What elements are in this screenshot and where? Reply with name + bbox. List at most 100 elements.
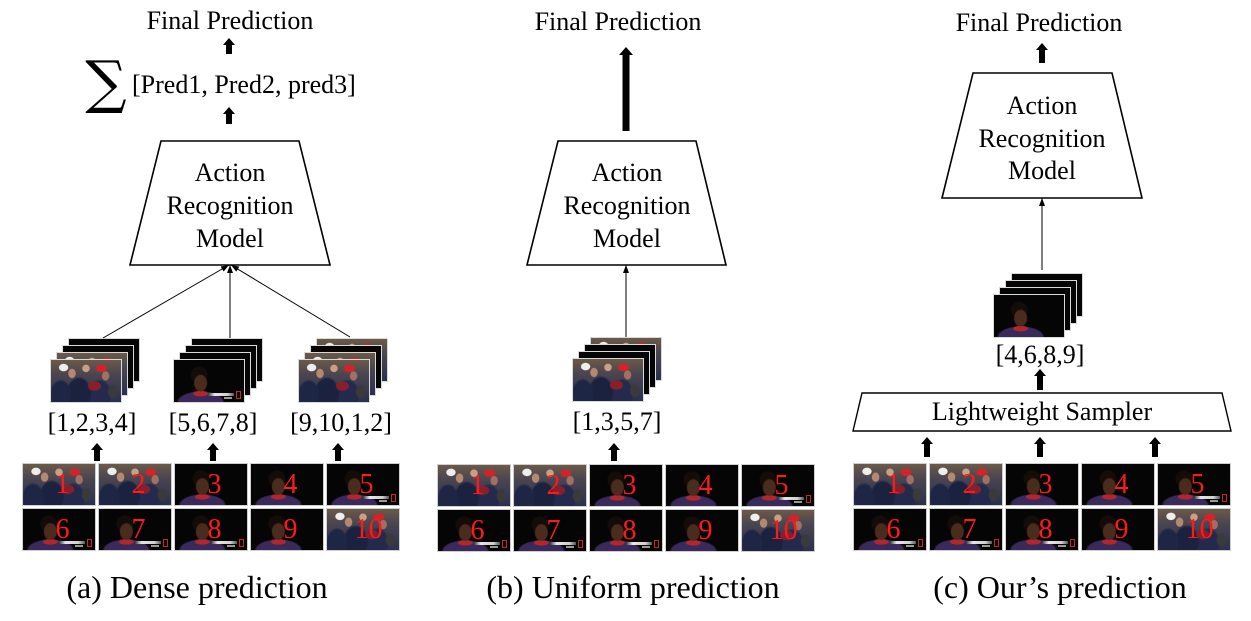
frame-number: 8 xyxy=(1038,513,1053,545)
up-arrow-frames-to-clip-a1-icon xyxy=(91,443,103,461)
video-frame: 1 xyxy=(437,464,511,507)
frame-number: 10 xyxy=(769,514,798,546)
caption-b: (b) Uniform prediction xyxy=(486,569,780,605)
frame-number: 4 xyxy=(1114,468,1129,500)
up-arrow-model-to-aggregation-a-icon xyxy=(223,107,235,124)
video-frame: 5 xyxy=(741,464,815,507)
video-frame: 3 xyxy=(1005,463,1079,506)
frame-number: 3 xyxy=(622,469,637,501)
frame-number: 5 xyxy=(774,469,789,501)
lower-third-subline xyxy=(75,545,83,547)
final-prediction-label-a: Final Prediction xyxy=(146,6,314,35)
clip-stack-frame xyxy=(298,359,370,403)
frame-number: 8 xyxy=(207,513,222,545)
team-logo-icon xyxy=(502,540,507,548)
model-label-line-1-a: Action xyxy=(194,158,266,187)
frame-number: 4 xyxy=(283,468,298,500)
team-logo-icon xyxy=(1222,494,1227,502)
video-frame: 8 xyxy=(174,508,248,551)
frame-number: 2 xyxy=(131,468,146,500)
lower-third-subline xyxy=(642,546,650,548)
video-frame: 9 xyxy=(1081,508,1155,551)
clip-indices-label-a3: [9,10,1,2] xyxy=(290,408,392,437)
up-arrow-sampler-to-clip-c-icon xyxy=(1034,369,1046,390)
lower-third-caption-bar xyxy=(211,541,237,544)
video-frame: 2 xyxy=(929,463,1003,506)
team-logo-icon xyxy=(994,539,999,547)
video-frame: 10 xyxy=(1157,508,1231,551)
frame-number: 3 xyxy=(1038,468,1053,500)
lower-third-caption-bar xyxy=(778,497,804,500)
lower-third-caption-bar xyxy=(1042,541,1068,544)
lower-third-subline xyxy=(1210,500,1218,502)
clip-connector-a1 xyxy=(102,264,230,339)
video-frame: 7 xyxy=(513,509,587,552)
frame-number: 10 xyxy=(1185,513,1214,545)
lower-third-caption-bar xyxy=(1194,496,1220,499)
model-label-line-2-b: Recognition xyxy=(563,191,691,220)
video-frame: 9 xyxy=(665,509,739,552)
team-logo-icon xyxy=(654,540,659,548)
video-frame: 5 xyxy=(326,463,400,506)
frame-number: 10 xyxy=(354,513,383,545)
video-frame: 8 xyxy=(589,509,663,552)
frame-number: 2 xyxy=(546,469,561,501)
action-recognition-model-block-b xyxy=(525,140,728,266)
up-arrow-model-to-final-c-icon xyxy=(1036,43,1048,63)
frame-number: 1 xyxy=(886,468,901,500)
up-arrow-aggregation-to-final-a-icon xyxy=(223,38,235,54)
clip-indices-label-b1: [1,3,5,7] xyxy=(572,407,662,436)
video-frame: 1 xyxy=(853,463,927,506)
model-label-line-3-c: Model xyxy=(1008,156,1076,185)
frame-number: 7 xyxy=(131,513,146,545)
frame-number: 7 xyxy=(546,514,561,546)
video-frame: 9 xyxy=(250,508,324,551)
video-frame: 4 xyxy=(1081,463,1155,506)
model-label-line-2-a: Recognition xyxy=(166,191,294,220)
lower-third-subline xyxy=(1058,545,1066,547)
video-frame: 1 xyxy=(22,463,96,506)
up-arrow-frames-to-clip-a3-icon xyxy=(332,443,344,461)
up-arrow-frames-to-sampler-c2-icon xyxy=(1034,437,1046,457)
video-frame: 2 xyxy=(98,463,172,506)
video-frame: 4 xyxy=(665,464,739,507)
clip-stack-frame xyxy=(572,358,644,402)
caption-a: (a) Dense prediction xyxy=(66,569,328,605)
frame-number: 6 xyxy=(55,513,70,545)
up-arrow-frames-to-sampler-c1-icon xyxy=(921,437,933,457)
action-recognition-model-block-a xyxy=(128,140,332,266)
up-arrow-frames-to-clip-a2-icon xyxy=(207,443,219,461)
lower-third-subline xyxy=(794,501,802,503)
summation-symbol: ∑ xyxy=(85,48,127,116)
video-frame: 10 xyxy=(326,508,400,551)
model-label-line-1-c: Action xyxy=(1006,91,1078,120)
lower-third-caption-bar xyxy=(208,393,234,396)
video-frame: 6 xyxy=(853,508,927,551)
clip-stack-frame xyxy=(993,294,1065,338)
model-label-line-1-b: Action xyxy=(591,158,663,187)
up-arrow-model-to-final-b-icon xyxy=(619,47,633,131)
team-logo-icon xyxy=(163,539,168,547)
video-frame: 2 xyxy=(513,464,587,507)
lower-third-subline xyxy=(224,397,232,399)
frame-number: 3 xyxy=(207,468,222,500)
lightweight-sampler-block xyxy=(852,392,1232,432)
frame-number: 9 xyxy=(1114,513,1129,545)
lower-third-subline xyxy=(379,500,387,502)
lower-third-caption-bar xyxy=(890,541,916,544)
video-frame: 6 xyxy=(437,509,511,552)
video-frame: 8 xyxy=(1005,508,1079,551)
lower-third-caption-bar xyxy=(474,542,500,545)
lower-third-caption-bar xyxy=(550,542,576,545)
clip-indices-label-a2: [5,6,7,8] xyxy=(168,408,258,437)
final-prediction-label-b: Final Prediction xyxy=(534,7,702,36)
frame-number: 9 xyxy=(698,514,713,546)
lower-third-subline xyxy=(566,546,574,548)
frame-number: 2 xyxy=(962,468,977,500)
video-frame: 3 xyxy=(174,463,248,506)
frame-number: 1 xyxy=(470,469,485,501)
team-logo-icon xyxy=(806,495,811,503)
frame-number: 9 xyxy=(283,513,298,545)
